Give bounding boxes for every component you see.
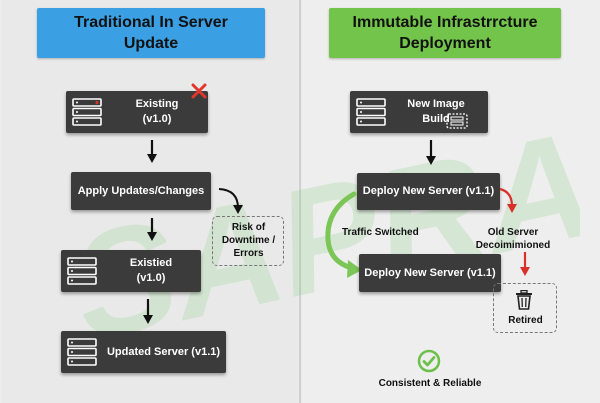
server-icon <box>72 98 102 126</box>
deploy-new-server-node-2: Deploy New Server (v1.1) <box>359 254 501 292</box>
apply-updates-node: Apply Updates/Changes <box>71 172 211 210</box>
old-server-line1: Old Server <box>487 227 539 238</box>
updated-server-label: Updated Server (v1.1) <box>106 345 221 358</box>
immutable-header: Immutable Infrastrrcture Deployment <box>329 8 561 58</box>
deploy-new-server-2-label: Deploy New Server (v1.1) <box>364 266 496 279</box>
red-x-icon <box>191 83 207 99</box>
retired-label: Retired <box>508 315 543 326</box>
existied-server-node: Existied (v1.0) <box>61 250 201 292</box>
retired-box <box>493 283 557 333</box>
risk-curved-arrow <box>218 188 243 214</box>
old-server-line2: Decoimimioned <box>475 240 551 251</box>
check-circle-icon <box>417 349 441 373</box>
arrow-down-icon <box>143 299 153 324</box>
old-server-label: Old Server Decoimimioned <box>470 226 556 252</box>
new-image-line1: New Image <box>407 98 465 110</box>
existing-server-node: Existing (v1.0) <box>66 91 208 133</box>
traffic-switched-label: Traffic Switched <box>342 227 419 238</box>
existied-line1: Existied <box>129 257 173 269</box>
immutable-header-line1: Immutable Infrastrrcture <box>352 14 538 31</box>
existing-line2: (v1.0) <box>142 113 172 125</box>
arrow-down-icon <box>147 140 157 163</box>
new-image-node: New Image Build <box>350 91 488 133</box>
arrow-down-icon <box>147 218 157 241</box>
apply-updates-label: Apply Updates/Changes <box>77 184 205 197</box>
server-icon <box>356 98 386 126</box>
risk-line3: Errors <box>233 248 264 259</box>
decommission-arrow <box>499 187 517 213</box>
server-icon <box>67 338 97 366</box>
existing-line1: Existing <box>135 98 179 110</box>
trash-icon <box>516 290 532 310</box>
existied-line2: (v1.0) <box>136 272 166 284</box>
retire-arrow <box>520 252 530 276</box>
updated-server-node: Updated Server (v1.1) <box>61 331 226 373</box>
arrow-down-icon <box>426 140 436 165</box>
immutable-header-line2: Deployment <box>399 35 491 52</box>
traditional-header-line1: Traditional In Server <box>74 14 228 31</box>
panel-divider <box>299 0 301 403</box>
risk-note: Risk of Downtime / Errors <box>212 221 285 260</box>
image-build-icon <box>446 113 468 129</box>
deploy-new-server-node-1: Deploy New Server (v1.1) <box>357 173 500 210</box>
traditional-header: Traditional In Server Update <box>37 8 265 58</box>
server-icon <box>67 257 97 285</box>
traditional-header-line2: Update <box>123 35 179 52</box>
consistent-reliable-label: Consistent & Reliable <box>378 378 482 389</box>
deploy-new-server-1-label: Deploy New Server (v1.1) <box>362 185 495 197</box>
risk-note-box <box>212 216 284 266</box>
traffic-switch-arrow <box>325 191 362 278</box>
risk-line1: Risk of <box>231 222 266 233</box>
risk-line2: Downtime / <box>221 235 276 246</box>
new-image-line2: Build <box>422 113 450 125</box>
